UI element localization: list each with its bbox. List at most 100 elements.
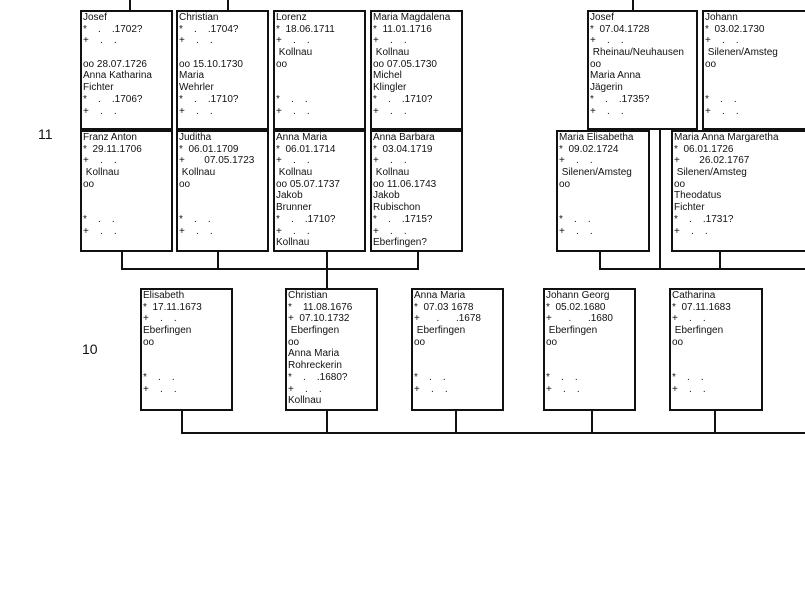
marriage-line: oo 05.07.1737 (276, 178, 340, 190)
spouse-birth-line: * . .1710? (373, 93, 433, 105)
spouse-place-line (143, 395, 231, 407)
spouse-place-line (179, 237, 267, 249)
spouse-death-line: + . . (143, 383, 177, 395)
person-name: Franz Anton (83, 132, 137, 143)
spouse-surname (546, 360, 634, 372)
spouse-death-line: + . . (373, 105, 407, 117)
spouse-place-line (559, 237, 648, 249)
person-name: Catharina (672, 290, 716, 301)
marriage-line: oo (559, 178, 571, 190)
death-line: + . . (705, 35, 739, 47)
spouse-birth-line: * . .1731? (674, 213, 734, 225)
spouse-first-name (559, 190, 648, 202)
birth-line: * 06.01.1714 (276, 143, 336, 155)
birth-line: * 05.02.1680 (546, 301, 606, 313)
death-line: + 26.02.1767 (674, 155, 750, 167)
person-box-maria-magdalena[interactable]: Maria Magdalena* 11.01.1716+ . . Kollnau… (370, 10, 463, 130)
person-name: Lorenz (276, 12, 307, 23)
person-name: Johann (705, 12, 738, 23)
spouse-birth-line: * . . (705, 93, 737, 105)
spouse-surname: Rubischon (373, 202, 421, 214)
birth-line: * 06.01.1709 (179, 143, 239, 155)
birth-line: * 17.11.1673 (143, 301, 202, 313)
death-line: + . . (672, 313, 706, 325)
spouse-death-line: + . . (590, 105, 624, 117)
spouse-birth-line: * . .1735? (590, 93, 650, 105)
spouse-first-name (705, 70, 805, 82)
marriage-line: oo (674, 178, 686, 190)
spouse-birth-line: * . .1680? (288, 371, 348, 383)
birth-line: * 06.01.1726 (674, 143, 734, 155)
marriage-line: oo (83, 178, 95, 190)
person-box-anna-maria-1678[interactable]: Anna Maria* 07.03 1678+ . .1678 Eberfing… (411, 288, 504, 411)
marriage-line: oo (288, 336, 300, 348)
spouse-death-line: + . . (179, 225, 213, 237)
marriage-line: oo 28.07.1726 (83, 58, 147, 70)
spouse-birth-line: * . .1706? (83, 93, 143, 105)
death-line: + . . (179, 35, 213, 47)
spouse-birth-line: * . . (414, 371, 446, 383)
place-line: Kollnau (83, 167, 120, 179)
person-name: Juditha (179, 132, 212, 143)
spouse-first-name: Maria (179, 70, 205, 82)
spouse-death-line: + . . (83, 225, 117, 237)
spouse-first-name (414, 348, 502, 360)
spouse-surname: Jägerin (590, 82, 623, 94)
spouse-first-name: Anna Maria (288, 348, 340, 360)
death-line: + . .1680 (546, 313, 613, 325)
death-line: + . . (559, 155, 593, 167)
spouse-first-name: Michel (373, 70, 402, 82)
death-line: + . . (373, 35, 407, 47)
spouse-surname (143, 360, 231, 372)
person-box-josef-1728[interactable]: Josef* 07.04.1728+ . . Rheinau/Neuhausen… (587, 10, 698, 130)
marriage-line: oo (276, 58, 288, 70)
birth-line: * . .1702? (83, 23, 143, 35)
spouse-birth-line: * . . (672, 371, 704, 383)
place-line: Eberfingen (414, 325, 466, 337)
spouse-place-line: Kollnau (288, 395, 322, 407)
spouse-first-name (672, 348, 761, 360)
place-line (179, 47, 267, 59)
person-name: Christian (288, 290, 328, 301)
spouse-surname: Fichter (674, 202, 705, 214)
spouse-place-line: Kollnau (276, 237, 310, 249)
place-line: Rheinau/Neuhausen (590, 47, 684, 59)
person-name: Maria Anna Margaretha (674, 132, 779, 143)
generation-label-10: 10 (82, 341, 98, 357)
person-box-maria-elisabetha[interactable]: Maria Elisabetha* 09.02.1724+ . . Silene… (556, 130, 650, 252)
marriage-line: oo (705, 58, 717, 70)
spouse-first-name: Jakob (373, 190, 400, 202)
person-name: Christian (179, 12, 219, 23)
person-box-johann-georg[interactable]: Johann Georg* 05.02.1680+ . .1680 Eberfi… (543, 288, 636, 411)
spouse-place-line (276, 117, 364, 128)
spouse-surname (276, 82, 364, 94)
spouse-surname (705, 82, 805, 94)
spouse-place-line (179, 117, 267, 128)
spouse-first-name (546, 348, 634, 360)
spouse-birth-line: * . . (179, 213, 211, 225)
spouse-place-line (414, 395, 502, 407)
spouse-surname (179, 202, 267, 214)
place-line: Eberfingen (546, 325, 598, 337)
spouse-place-line (83, 117, 171, 128)
spouse-birth-line: * . . (83, 213, 115, 225)
person-name: Elisabeth (143, 290, 185, 301)
death-line: + . . (83, 155, 117, 167)
death-line: + 07.10.1732 (288, 313, 350, 325)
place-line: Eberfingen (288, 325, 340, 337)
place-line: Kollnau (276, 47, 313, 59)
person-box-maria-anna-margaretha[interactable]: Maria Anna Margaretha* 06.01.1726+ 26.02… (671, 130, 805, 252)
spouse-death-line: + . . (672, 383, 706, 395)
place-line: Kollnau (373, 47, 410, 59)
person-box-christian-1676[interactable]: Christian* 11.08.1676+ 07.10.1732 Eberfi… (285, 288, 378, 411)
